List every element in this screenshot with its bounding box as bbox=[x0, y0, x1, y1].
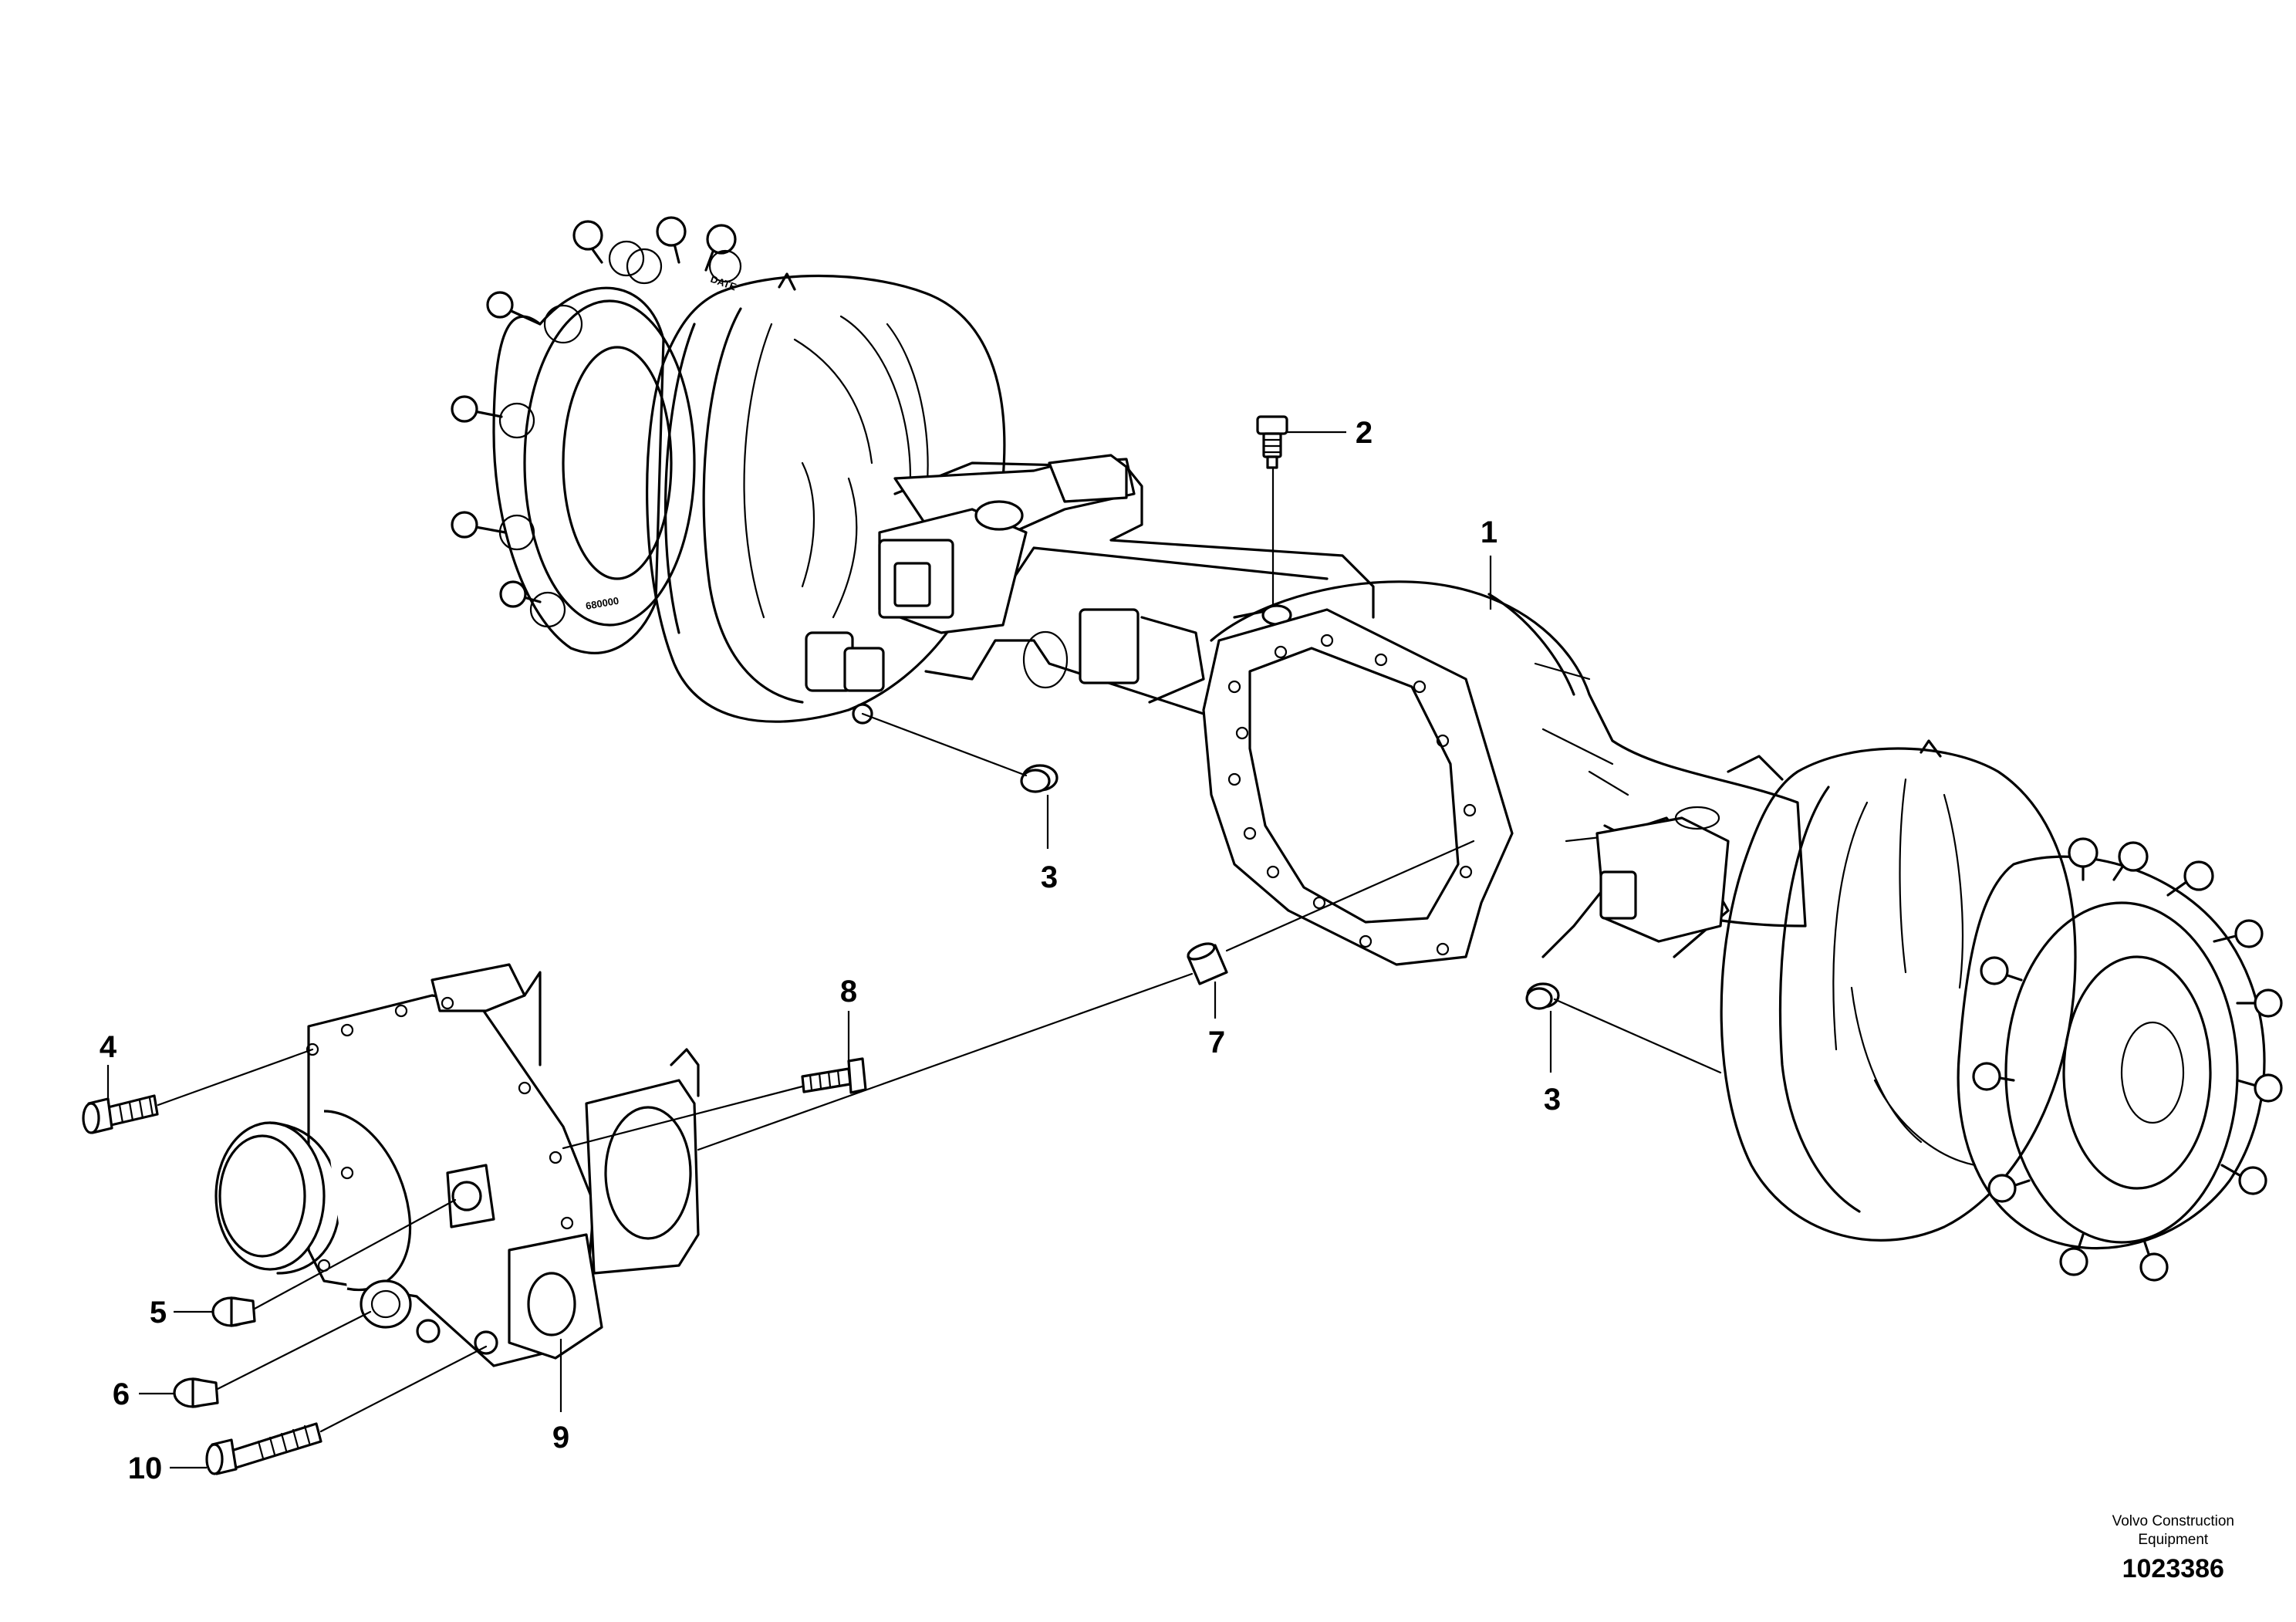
callout-8: 8 bbox=[840, 975, 857, 1009]
part-5-plug bbox=[211, 1296, 256, 1327]
callout-6: 6 bbox=[113, 1377, 130, 1411]
callout-7: 7 bbox=[1208, 1026, 1225, 1059]
left-hub-studs bbox=[451, 216, 742, 628]
illustration-number: 1023386 bbox=[2122, 1554, 2224, 1583]
left-wheel-hub: DATE 680000 bbox=[451, 216, 742, 654]
company-name-line1: Volvo Construction bbox=[2112, 1513, 2234, 1529]
callout-2: 2 bbox=[1356, 416, 1373, 450]
left-drum-housing bbox=[646, 272, 1006, 725]
part-3-plug-upper bbox=[1020, 764, 1059, 793]
differential-carrier bbox=[214, 963, 700, 1367]
right-hub-studs bbox=[1972, 837, 2283, 1282]
callout-1: 1 bbox=[1481, 515, 1497, 549]
part-6-plug bbox=[173, 1377, 219, 1408]
part-8-bolt bbox=[801, 1057, 867, 1094]
right-wheel-hub bbox=[1720, 739, 2283, 1282]
axle-housing bbox=[878, 454, 1807, 966]
callout-3-upper: 3 bbox=[1041, 860, 1058, 894]
part-4-bolt bbox=[82, 1094, 159, 1134]
leader-lines bbox=[106, 431, 1552, 1469]
part-10-bolt bbox=[205, 1422, 322, 1475]
part-2-breather bbox=[1256, 415, 1288, 469]
callout-10: 10 bbox=[128, 1451, 163, 1485]
flange-bolt-holes bbox=[1227, 634, 1477, 956]
callout-labels: 1 2 3 3 4 5 6 7 8 9 10 bbox=[100, 416, 1561, 1485]
part-3-plug-lower bbox=[1525, 982, 1560, 1010]
explode-lines bbox=[157, 468, 1722, 1433]
hub-marking-code: 680000 bbox=[585, 595, 620, 612]
publisher-footer: Volvo Construction Equipment 1023386 bbox=[2112, 1512, 2234, 1584]
callout-4: 4 bbox=[100, 1030, 117, 1064]
part-7-dowel-pin bbox=[1187, 942, 1228, 985]
callout-3-lower: 3 bbox=[1544, 1083, 1561, 1117]
callout-9: 9 bbox=[552, 1421, 569, 1455]
company-name-line2: Equipment bbox=[2138, 1532, 2209, 1548]
callout-5: 5 bbox=[150, 1296, 167, 1330]
